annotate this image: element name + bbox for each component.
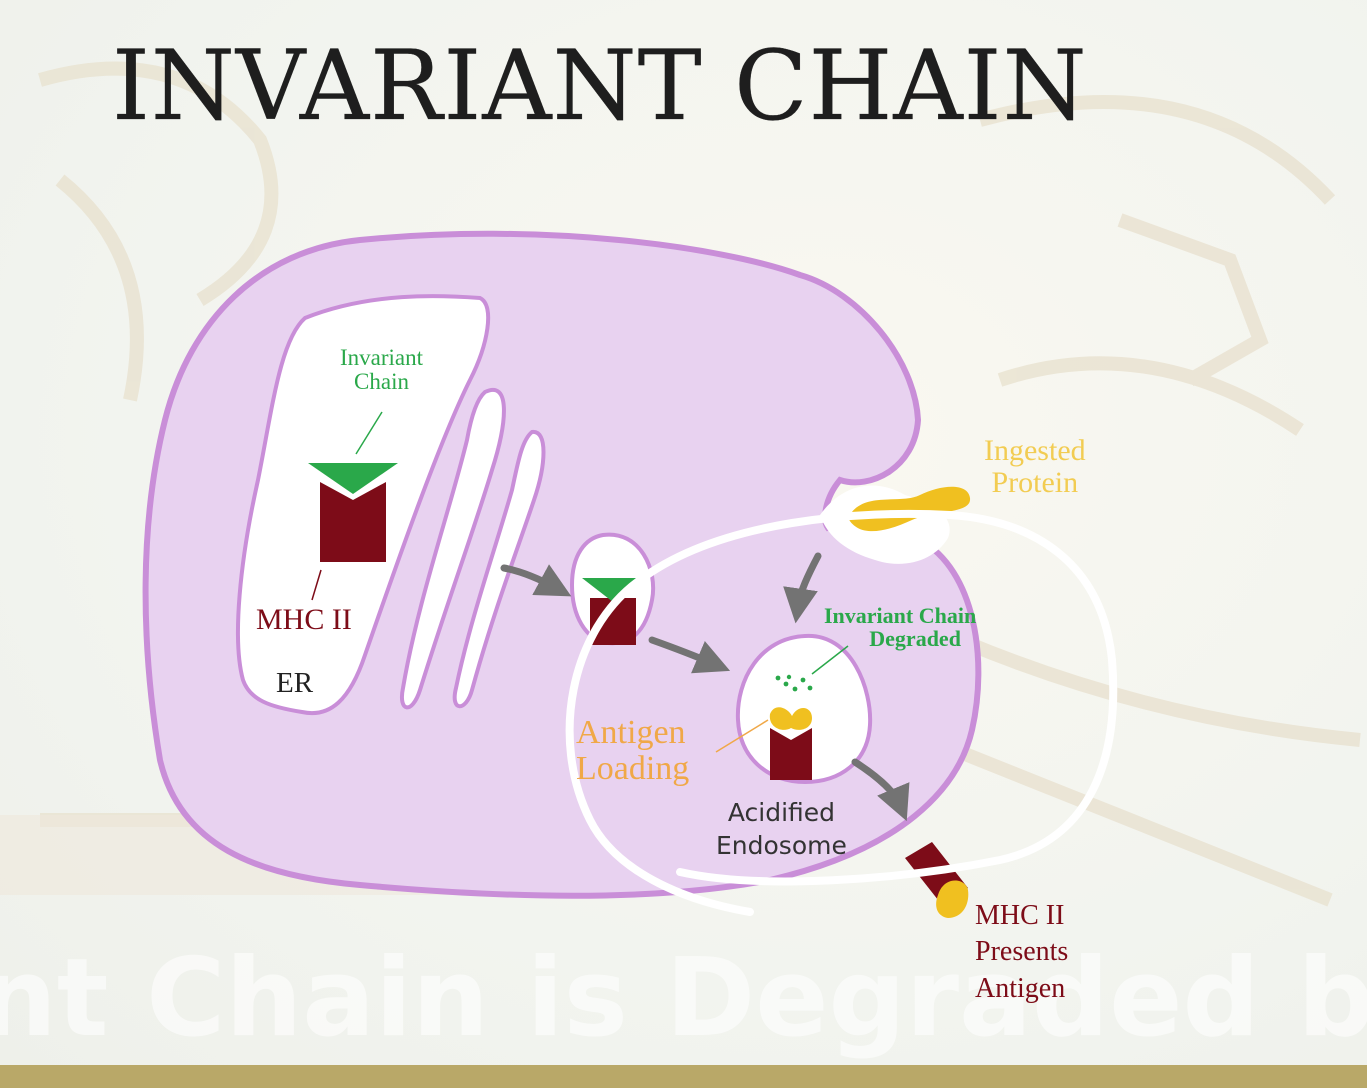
label-er: ER [276, 667, 314, 699]
degraded-invariant-fragments [775, 674, 813, 692]
degraded-pointer [811, 645, 849, 675]
er-cisterna-1 [400, 387, 506, 710]
surface-antigen [936, 880, 969, 918]
vesicle-mhc [590, 598, 636, 645]
arrow-endosome-to-surface [851, 758, 910, 822]
slide-title: INVARIANT CHAIN [112, 30, 1088, 142]
annotation-circle [565, 509, 1118, 916]
pathway-arrows [500, 552, 910, 822]
background-caption: nt Chain is Degraded by [0, 936, 1367, 1061]
er-cisterna-2 [452, 430, 546, 709]
invariant-chain-shape [308, 463, 398, 494]
arrow-vesicle-to-endosome [648, 636, 731, 674]
ingested-protein [848, 486, 971, 532]
mhc-ii-molecule [320, 482, 386, 562]
bottom-background-strip [0, 1065, 1367, 1088]
arrow-er-to-vesicle [500, 564, 572, 597]
invariant-chain-pointer [355, 411, 383, 455]
loaded-antigen [769, 707, 812, 730]
label-mhc-ii: MHC II [256, 603, 352, 636]
antigen-loading-pointer [715, 719, 769, 753]
label-invariant-chain-degraded: Invariant Chain Degraded [824, 603, 977, 652]
mhc-ii-pointer [311, 569, 322, 601]
endosome-mhc-notch [770, 728, 812, 740]
arrow-pocket-to-endosome [783, 552, 822, 624]
